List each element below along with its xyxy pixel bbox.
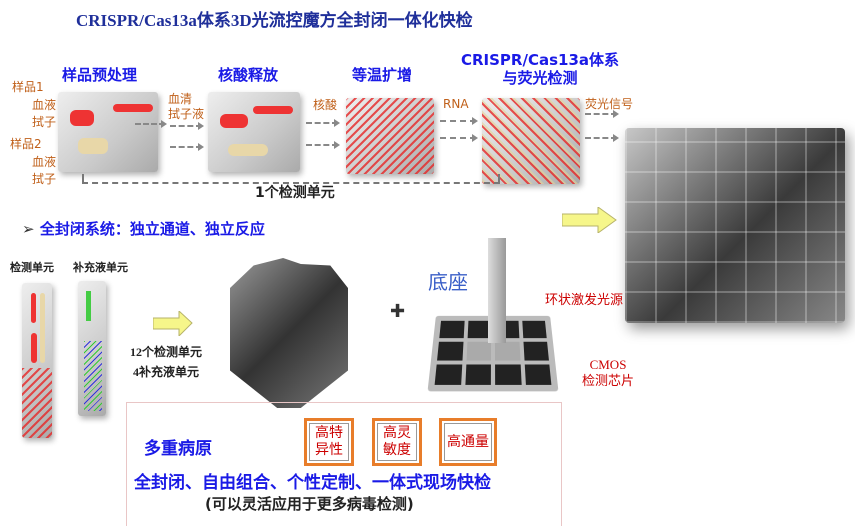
features-line2: (可以灵活应用于更多病毒检测) bbox=[205, 495, 414, 513]
blood1-label: 血液 bbox=[32, 98, 57, 112]
flow-arrow bbox=[170, 122, 204, 130]
flow-arrow bbox=[170, 143, 204, 151]
serum-line2: 拭子液 bbox=[168, 107, 205, 121]
serum-line1: 血清 bbox=[168, 92, 193, 106]
nucleic-label: 核酸 bbox=[313, 98, 338, 112]
detect-count: 12个检测单元 bbox=[130, 345, 203, 359]
badge-text: 异性 bbox=[315, 442, 343, 458]
features-line1: 全封闭、自由组合、个性定制、一体式现场快检 bbox=[134, 473, 491, 493]
yellow-arrow-icon bbox=[561, 206, 617, 234]
amplification-cube bbox=[346, 98, 434, 174]
section-heading: ➢ 全封闭系统：独立通道、独立反应 bbox=[22, 218, 265, 239]
cmos-line1: CMOS bbox=[589, 357, 627, 372]
step-sample-prep: 样品预处理 bbox=[62, 66, 138, 84]
supply-unit-image bbox=[78, 281, 106, 416]
flow-arrow bbox=[306, 141, 340, 149]
rna-label: RNA bbox=[443, 97, 469, 111]
detect-unit-image bbox=[22, 283, 52, 438]
yellow-arrow-icon bbox=[152, 309, 193, 338]
crispr-detection-cube bbox=[482, 98, 580, 184]
flow-arrow bbox=[585, 134, 619, 142]
bullet-icon: ➢ bbox=[22, 220, 35, 238]
plus-icon: ✚ bbox=[390, 301, 406, 322]
badge-text: 高灵 bbox=[383, 425, 411, 441]
badge-throughput: 高通量 bbox=[439, 418, 497, 466]
unit-count: 12个检测单元 4补充液单元 bbox=[130, 342, 202, 382]
features-panel bbox=[126, 402, 562, 526]
slide-title: CRISPR/Cas13a体系3D光流控魔方全封闭一体化快检 bbox=[76, 11, 473, 30]
step-crispr-line2: 与荧光检测 bbox=[502, 69, 578, 87]
section-text: 全封闭系统：独立通道、独立反应 bbox=[39, 220, 265, 238]
base-label: 底座 bbox=[428, 270, 468, 294]
sample1-label: 样品1 bbox=[12, 80, 44, 94]
fluorescence-label: 荧光信号 bbox=[585, 97, 634, 111]
blood2-label: 血液 bbox=[32, 155, 57, 169]
multi-pathogen: 多重病原 bbox=[144, 439, 212, 459]
supply-count: 4补充液单元 bbox=[133, 365, 200, 379]
flow-arrow bbox=[585, 110, 619, 118]
badge-text: 高特 bbox=[315, 425, 343, 441]
sample-prep-cube bbox=[58, 92, 158, 172]
serum-label: 血清拭子液 bbox=[168, 92, 204, 122]
detect-unit-label: 检测单元 bbox=[10, 261, 54, 274]
flow-arrow bbox=[306, 119, 340, 127]
step-crispr-line1: CRISPR/Cas13a体系 bbox=[460, 51, 620, 69]
cmos-line2: 检测芯片 bbox=[582, 373, 635, 388]
nucleic-release-cube bbox=[208, 92, 300, 172]
flow-arrow bbox=[135, 120, 167, 128]
badge-text: 敏度 bbox=[383, 442, 411, 458]
step-amplification: 等温扩增 bbox=[352, 66, 413, 84]
assembled-cube-image bbox=[625, 128, 845, 323]
step-crispr: CRISPR/Cas13a体系与荧光检测 bbox=[455, 51, 625, 87]
unit-label: 1个检测单元 bbox=[255, 185, 335, 201]
flow-arrow bbox=[440, 117, 478, 125]
cube-assembly-image bbox=[230, 258, 348, 408]
unit-bracket bbox=[82, 174, 500, 184]
light-source-label: 环状激发光源 bbox=[545, 293, 624, 308]
swab1-label: 拭子 bbox=[32, 115, 57, 129]
badge-sensitivity: 高灵敏度 bbox=[372, 418, 422, 466]
flow-arrow bbox=[440, 134, 478, 142]
base-pillar bbox=[488, 238, 506, 343]
swab2-label: 拭子 bbox=[32, 172, 57, 186]
badge-specificity: 高特异性 bbox=[304, 418, 354, 466]
supply-unit-label: 补充液单元 bbox=[73, 261, 128, 274]
step-nucleic-release: 核酸释放 bbox=[218, 66, 279, 84]
sample2-label: 样品2 bbox=[10, 137, 42, 151]
